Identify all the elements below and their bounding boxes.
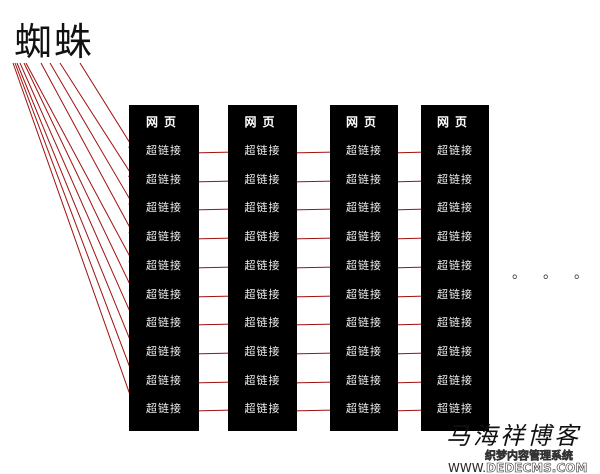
- spider-arrow: [79, 62, 136, 152]
- hyperlink-cell: 超链接: [244, 230, 281, 243]
- hyperlink-cell: 超链接: [437, 288, 473, 301]
- hyperlink-cell: 超链接: [244, 288, 281, 301]
- hyperlink-cell: 超链接: [146, 173, 182, 186]
- hyperlink-cell: 超链接: [146, 230, 182, 243]
- spider-arrow: [25, 62, 136, 267]
- hyperlink-cell: 超链接: [346, 288, 382, 301]
- spider-arrow: [16, 62, 137, 353]
- webpage-header: 网页: [145, 115, 182, 129]
- watermark-www: WWW.: [448, 461, 487, 474]
- spider-arrow: [23, 62, 136, 296]
- hyperlink-cell: 超链接: [437, 374, 473, 387]
- hyperlink-cell: 超链接: [244, 144, 281, 157]
- hyperlink-cell: 超链接: [346, 402, 382, 415]
- hyperlink-cell: 超链接: [146, 316, 182, 329]
- hyperlink-cell: 超链接: [244, 402, 281, 415]
- webpage-header: 网页: [345, 115, 382, 129]
- watermark-blog: 马海祥博客: [446, 422, 581, 450]
- webpage-header: 网页: [244, 115, 281, 129]
- hyperlink-cell: 超链接: [437, 173, 473, 186]
- hyperlink-cell: 超链接: [146, 402, 182, 415]
- webpage-column: 网页超链接超链接超链接超链接超链接超链接超链接超链接超链接超链接: [228, 105, 297, 431]
- hyperlink-cell: 超链接: [244, 259, 281, 272]
- spider-arrow: [12, 62, 137, 410]
- hyperlink-cell: 超链接: [437, 230, 473, 243]
- hyperlink-cell: 超链接: [244, 374, 281, 387]
- hyperlink-cell: 超链接: [346, 374, 382, 387]
- spider-arrow: [59, 62, 136, 181]
- spider-arrow: [49, 62, 136, 209]
- watermark-domain: DEDECMS.COM: [486, 461, 588, 474]
- hyperlink-cell: 超链接: [437, 402, 473, 415]
- watermark-url: WWW.DEDECMS.COM: [448, 461, 588, 474]
- hyperlink-cell: 超链接: [346, 173, 382, 186]
- hyperlink-cell: 超链接: [244, 201, 281, 214]
- hyperlink-cell: 超链接: [146, 374, 182, 387]
- hyperlink-cell: 超链接: [146, 201, 182, 214]
- spider-arrow: [14, 62, 137, 382]
- webpage-header: 网页: [436, 115, 473, 129]
- hyperlink-cell: 超链接: [346, 316, 382, 329]
- hyperlink-cell: 超链接: [146, 144, 182, 157]
- ellipsis: 。。。: [512, 266, 588, 282]
- watermark-cms: 织梦内容管理系统: [485, 449, 574, 462]
- spider-arrow: [40, 62, 136, 238]
- hyperlink-cell: 超链接: [244, 345, 281, 358]
- hyperlink-cell: 超链接: [346, 230, 382, 243]
- hyperlink-cell: 超链接: [437, 144, 473, 157]
- hyperlink-cell: 超链接: [244, 173, 281, 186]
- hyperlink-cell: 超链接: [437, 201, 473, 214]
- hyperlink-cell: 超链接: [346, 345, 382, 358]
- webpage-column: 网页超链接超链接超链接超链接超链接超链接超链接超链接超链接超链接: [129, 105, 199, 431]
- spider-arrow: [19, 62, 136, 324]
- hyperlink-cell: 超链接: [437, 345, 473, 358]
- hyperlink-cell: 超链接: [146, 259, 182, 272]
- hyperlink-cell: 超链接: [437, 259, 473, 272]
- hyperlink-cell: 超链接: [346, 259, 382, 272]
- spider-label: 蜘蛛: [14, 20, 95, 64]
- webpage-column: 网页超链接超链接超链接超链接超链接超链接超链接超链接超链接超链接: [421, 105, 489, 431]
- hyperlink-cell: 超链接: [437, 316, 473, 329]
- webpage-column: 网页超链接超链接超链接超链接超链接超链接超链接超链接超链接超链接: [330, 105, 398, 431]
- hyperlink-cell: 超链接: [346, 144, 382, 157]
- hyperlink-cell: 超链接: [346, 201, 382, 214]
- hyperlink-cell: 超链接: [146, 288, 182, 301]
- hyperlink-cell: 超链接: [244, 316, 281, 329]
- hyperlink-cell: 超链接: [146, 345, 182, 358]
